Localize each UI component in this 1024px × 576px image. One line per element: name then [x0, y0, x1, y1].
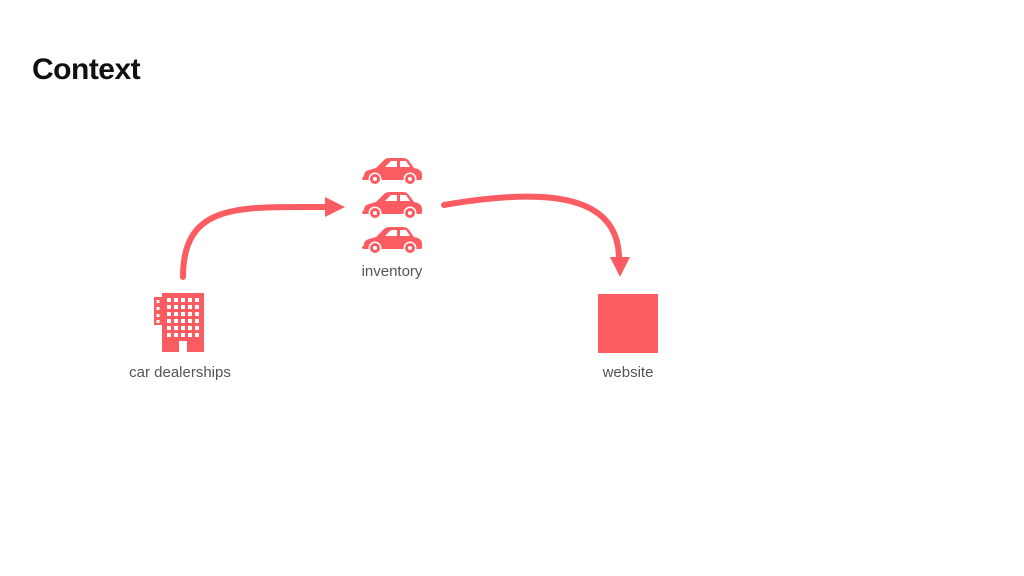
car-icon	[362, 227, 422, 254]
node-label-inventory: inventory	[361, 263, 423, 280]
arrow-inventory-to-website	[441, 193, 622, 261]
website-square-icon	[598, 294, 658, 353]
slide-title: Context	[32, 53, 141, 86]
arrow-head-down-icon	[610, 257, 630, 277]
building-icon	[154, 293, 204, 352]
node-label-dealerships: car dealerships	[129, 364, 231, 381]
arrow-dealerships-to-inventory	[180, 203, 329, 280]
node-label-website: website	[602, 364, 654, 381]
arrow-head-right-icon	[325, 197, 345, 217]
car-icon	[362, 158, 422, 185]
car-icon	[362, 192, 422, 219]
car-icon-group	[362, 158, 422, 254]
